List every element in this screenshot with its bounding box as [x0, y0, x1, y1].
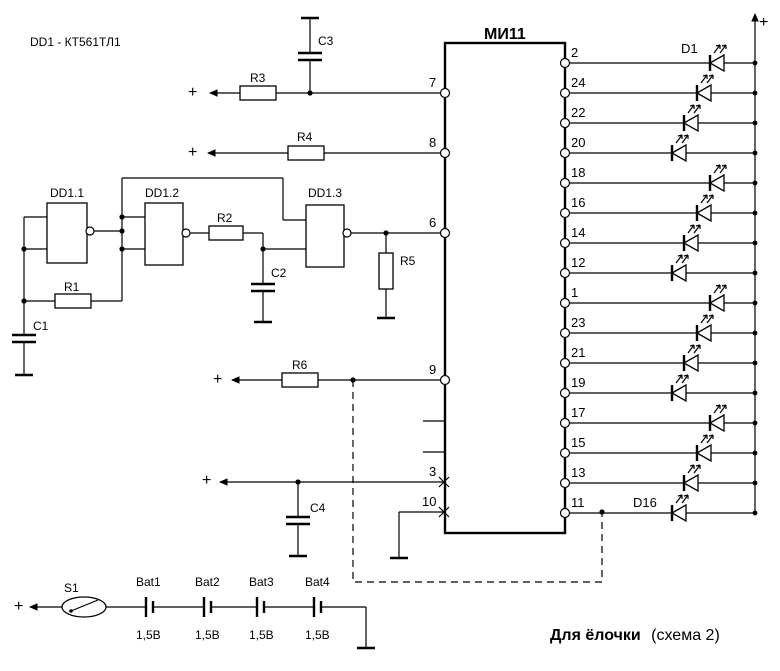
power-row: + S1 Bat1 Bat2 Bat3 Bat4 1,5В 1,5В 1,5В … [14, 575, 375, 650]
led-row: 18 [559, 164, 758, 193]
volt-bat3: 1,5В [249, 628, 274, 642]
plus-pin3: + [202, 472, 211, 489]
led-row: 2 [559, 44, 758, 73]
led-row: 23 [559, 314, 758, 343]
pin-label-8: 8 [429, 135, 436, 150]
led-row: 11 [559, 494, 758, 523]
caption-main: Для ёлочки [550, 627, 641, 644]
pin-label-14: 14 [571, 225, 585, 240]
led-row: 13 [559, 464, 758, 493]
label-r6: R6 [292, 358, 308, 372]
pin-label-1: 1 [571, 285, 578, 300]
label-bat3: Bat3 [249, 575, 274, 589]
r6-branch: + R6 [213, 358, 605, 583]
pin-label-17: 17 [571, 405, 585, 420]
pin-label-23: 23 [571, 315, 585, 330]
switch-s1 [61, 596, 107, 618]
led-row: 15 [559, 434, 758, 463]
pin-label-24: 24 [571, 75, 585, 90]
label-r1: R1 [64, 280, 80, 294]
label-c4: C4 [310, 501, 326, 515]
label-r2: R2 [217, 211, 233, 225]
led-label-d16: D16 [633, 495, 657, 510]
pin-label-22: 22 [571, 105, 585, 120]
volt-bat2: 1,5В [195, 628, 220, 642]
label-bat4: Bat4 [305, 575, 330, 589]
led-row: 19 [559, 374, 758, 403]
led-row: 22 [559, 104, 758, 133]
pin3-branch: + C4 [202, 472, 450, 558]
volt-bat4: 1,5В [305, 628, 330, 642]
label-s1: S1 [64, 581, 79, 595]
pin-label-12: 12 [571, 255, 585, 270]
pin-label-21: 21 [571, 345, 585, 360]
label-bat2: Bat2 [195, 575, 220, 589]
led-row: 12 [559, 254, 758, 283]
pin-label-15: 15 [571, 435, 585, 450]
label-c1: C1 [33, 319, 49, 333]
led-array: + 2 24 22 20 18 16 14 12 1 23 21 19 17 15 13 11 [559, 13, 768, 523]
label-bat1: Bat1 [136, 575, 161, 589]
r4-branch: + R4 [188, 130, 440, 161]
pin-label-2: 2 [571, 45, 578, 60]
led-row: 16 [559, 194, 758, 223]
pin-label-16: 16 [571, 195, 585, 210]
volt-bat1: 1,5В [136, 628, 161, 642]
chip-mi11-label: МИ11 [484, 26, 526, 43]
pin-label-13: 13 [571, 465, 585, 480]
label-c2: C2 [271, 266, 287, 280]
caption: Для ёлочки (схема 2) [550, 627, 720, 644]
pin-label-6: 6 [429, 215, 436, 230]
pin-label-19: 19 [571, 375, 585, 390]
pin-label-20: 20 [571, 135, 585, 150]
caption-sub: (схема 2) [651, 627, 720, 644]
dd1-type-label: DD1 - КТ561ТЛ1 [30, 35, 121, 49]
label-r5: R5 [400, 254, 416, 268]
plus-r6: + [213, 371, 222, 388]
plus-r3: + [188, 84, 197, 101]
led-row: 24 [559, 74, 758, 103]
label-dd1-3: DD1.3 [308, 186, 342, 200]
pin-label-10: 10 [422, 494, 436, 509]
led-row: 14 [559, 224, 758, 253]
led-row: 21 [559, 344, 758, 373]
r3-branch: + R3 C3 [188, 16, 440, 101]
led-row: 20 [559, 134, 758, 163]
pin-label-3: 3 [429, 464, 436, 479]
plus-power: + [14, 598, 23, 615]
label-r4: R4 [297, 130, 313, 144]
led-row: 1 [559, 284, 758, 313]
label-r3: R3 [250, 71, 266, 85]
pin-label-18: 18 [571, 165, 585, 180]
pin-label-11: 11 [571, 495, 585, 510]
oscillator-block: DD1.1 R1 C1 DD1.2 R2 C2 [12, 177, 440, 377]
label-dd1-2: DD1.2 [145, 186, 179, 200]
plus-r4: + [188, 144, 197, 161]
left-pins: 7 8 6 9 3 10 [422, 75, 451, 509]
chip-mi11-body [443, 41, 567, 535]
pin-label-7: 7 [429, 75, 436, 90]
led-row: 17 [559, 404, 758, 433]
pin-label-9: 9 [429, 362, 436, 377]
label-dd1-1: DD1.1 [50, 186, 84, 200]
plus-rail: + [759, 14, 768, 31]
label-c3: C3 [318, 34, 334, 48]
led-label-d1: D1 [681, 41, 698, 56]
pin10-branch [390, 506, 450, 560]
